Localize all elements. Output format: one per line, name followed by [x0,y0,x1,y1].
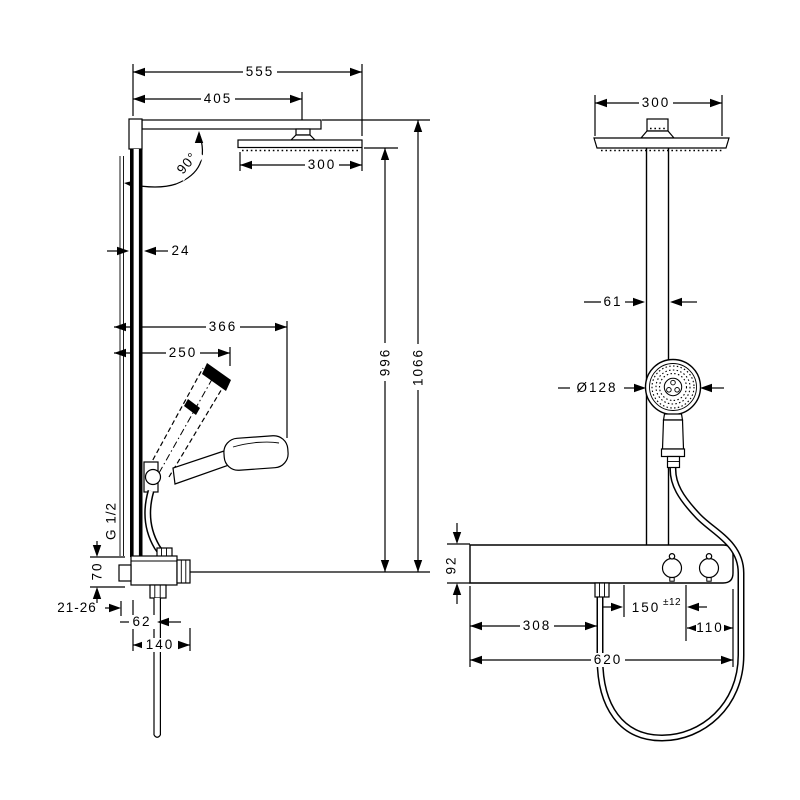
ball-joint-flare-side [289,134,317,141]
dim-thread-label: G 1/2 [104,502,119,540]
shower-pipe-wall-right [138,149,143,557]
dim-knob-offset-label: 110 [696,620,724,635]
dim-arm-to-head-label: 405 [204,91,233,106]
shower-arm-side [141,119,322,130]
shelf-outlet-nut [594,582,610,598]
valve-front-nut-lines [180,560,187,583]
dim-supply-spacing-label: 150 [632,600,661,615]
dim-valve-height-label: 70 [90,561,105,580]
thermostat-valve-side [130,555,178,586]
dim-hand-reach-label: 366 [209,319,238,334]
hand-shower-nipple [666,455,681,469]
dim-pipe-depth-label: 24 [171,243,190,258]
shower-tablet-shelf [469,544,734,584]
dim-hand-diameter-label: Ø128 [576,380,617,395]
hanging-hose-core [154,598,160,735]
dim-wall-distance-label: 21-26 [57,600,97,615]
dim-valve-depth-label: 140 [146,637,175,652]
hand-shower-nut [660,448,686,458]
front-view [447,95,745,742]
overhead-shower-side [237,139,363,149]
select-knob-left [661,557,683,579]
dim-hand-center-label: 250 [169,345,198,360]
dim-hose-offset-label: 62 [132,614,151,629]
dim-shelf-width-label: 620 [594,652,623,667]
dim-head-width-side-label: 300 [308,157,337,172]
dim-pipe-width-label: 61 [603,294,622,309]
dim-outlet-offset-label: 308 [523,618,552,633]
dim-supply-tolerance-label: ±12 [663,597,681,608]
hand-shower-head-side [223,435,289,471]
hand-shower-neck [662,413,684,421]
overhead-shower-front [593,137,730,149]
select-knob-left-tab [668,552,676,560]
select-knob-right [698,557,720,579]
holder-pivot [144,468,162,486]
dim-height-to-arm-label: 1066 [411,348,426,386]
hand-shower-alt-position [148,363,231,478]
valve-outlet-lines [154,585,161,598]
dim-shelf-height-label: 92 [444,555,459,574]
hand-shower-handle-front [661,419,685,450]
dim-arm-span-label: 555 [246,64,275,79]
hand-shower-handle-side [172,449,230,485]
hand-shower-head-accent [232,441,280,448]
select-knob-right-nub [706,577,712,582]
select-knob-right-tab [705,552,713,560]
valve-outlet-side [149,584,167,599]
hand-shower-front [644,358,702,469]
select-knob-left-nub [669,577,675,582]
hose-upper-core [145,490,164,556]
shower-pipe-wall-left [130,149,134,557]
shelf-outlet-nut-lines [599,583,605,597]
side-view [90,64,430,738]
ball-joint-side [295,128,311,136]
dim-height-to-head-label: 996 [378,348,393,377]
valve-front-nut [176,559,191,584]
dimension-labels: 555 405 300 90° 24 366 250 G 1/2 70 21-2… [57,64,724,667]
dim-head-width-front-label: 300 [642,95,671,110]
mount-flare-front [639,130,676,139]
supply-connection-side [118,564,132,582]
hanging-hose-end [153,734,161,738]
wall-bracket-side [128,118,143,150]
hose-loop-core [598,466,743,741]
